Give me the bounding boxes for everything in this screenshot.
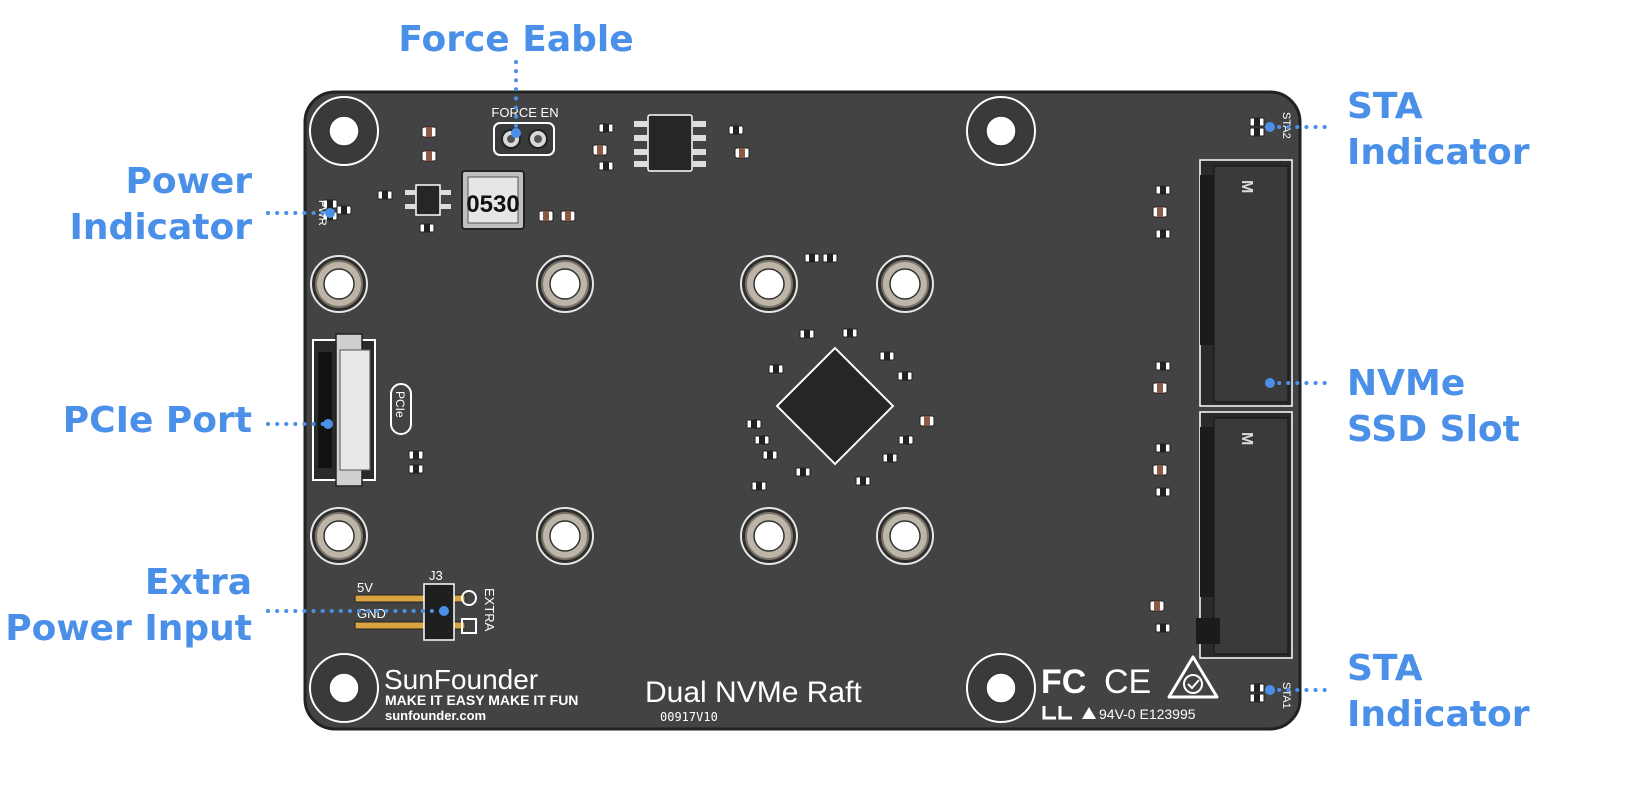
ce-mark: CE	[1104, 663, 1151, 701]
product-name: Dual NVMe Raft	[645, 676, 862, 709]
standoff	[310, 507, 368, 565]
callout-sta-top-line2: Indicator	[1347, 132, 1530, 173]
soic-chip	[634, 114, 706, 172]
slot-key-bottom: M	[1238, 432, 1255, 445]
extra-silk: EXTRA	[482, 588, 497, 632]
inductor-label: 0530	[466, 191, 519, 218]
inductor: 0530	[461, 170, 525, 230]
callout-extra-power-line2: Power Input	[5, 608, 252, 649]
pcie-ffc-connector[interactable]	[312, 333, 376, 487]
callout-nvme-line1: NVMe	[1347, 363, 1465, 404]
standoff	[310, 255, 368, 313]
sta1-silk: STA1	[1280, 682, 1292, 709]
rcm-mark-icon	[1167, 655, 1219, 699]
nvme-slot-top[interactable]: M	[1199, 159, 1293, 407]
callout-extra-power-line1: Extra	[145, 562, 252, 603]
callout-nvme-line2: SSD Slot	[1347, 409, 1520, 450]
standoff	[740, 507, 798, 565]
callout-power-indicator-line2: Indicator	[70, 207, 253, 248]
brand-slogan: MAKE IT EASY MAKE IT FUN	[385, 692, 578, 708]
callout-sta-bottom-line1: STA	[1347, 648, 1423, 689]
extra-power-header[interactable]	[354, 583, 477, 641]
standoff	[740, 255, 798, 313]
mounting-hole	[966, 96, 1036, 166]
board-version: 00917V10	[660, 710, 718, 724]
nvme-slot-bottom[interactable]: M	[1196, 411, 1293, 659]
gnd-silk: GND	[357, 606, 386, 621]
5v-silk: 5V	[357, 580, 373, 595]
mounting-hole	[966, 653, 1036, 723]
standoff	[536, 255, 594, 313]
leader-lines	[266, 60, 1334, 695]
ul-mark-icon	[1042, 706, 1096, 720]
sot-chip	[405, 184, 451, 216]
sta2-silk: STA2	[1280, 112, 1292, 139]
fc-mark: FC	[1041, 663, 1086, 701]
brand-website: sunfounder.com	[385, 708, 486, 723]
standoff	[536, 507, 594, 565]
j3-silk: J3	[429, 568, 443, 583]
force-en-silk: FORCE EN	[491, 105, 558, 120]
callout-sta-bottom-line2: Indicator	[1347, 694, 1530, 735]
pcie-switch-chip	[775, 346, 895, 466]
rating-mark: 94V-0 E123995	[1099, 706, 1196, 722]
mounting-hole	[309, 653, 379, 723]
standoff	[876, 255, 934, 313]
standoff	[876, 507, 934, 565]
slot-key-top: M	[1238, 180, 1255, 193]
mounting-hole	[309, 96, 379, 166]
pcie-silk-badge: PCIe	[390, 383, 412, 435]
brand-logo: SunFounder	[384, 664, 538, 695]
force-en-header[interactable]	[493, 122, 555, 156]
callout-sta-top-line1: STA	[1347, 86, 1423, 127]
callout-power-indicator-line1: Power	[125, 161, 252, 202]
pcie-silk: PCIe	[393, 391, 407, 418]
callout-pcie-port: PCIe Port	[63, 400, 252, 441]
callout-force-enable: Force Eable	[398, 19, 633, 60]
